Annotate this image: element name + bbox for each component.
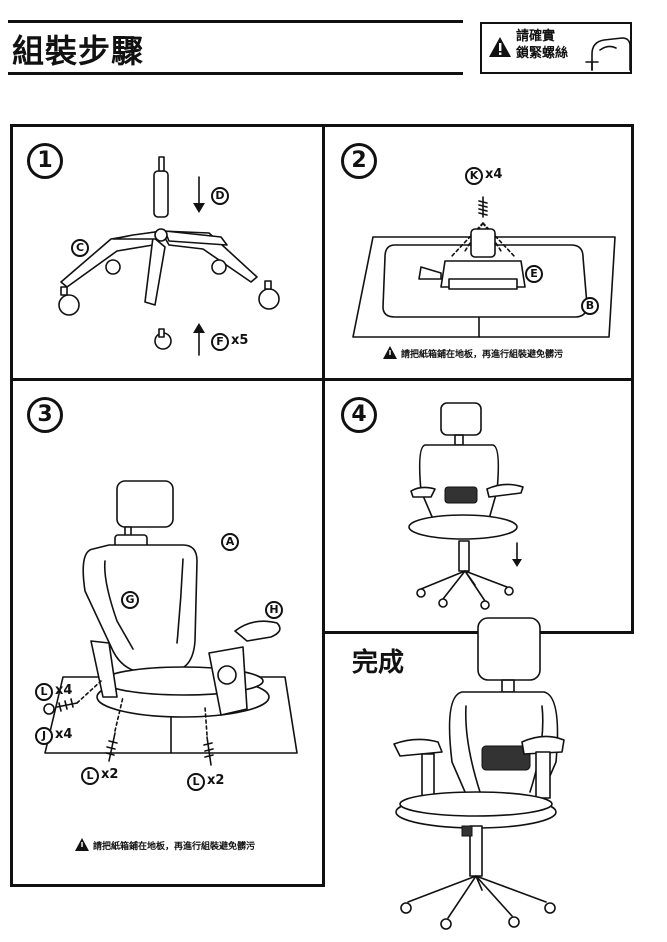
part-count-k: x4 (485, 167, 503, 182)
part-label-j: J (35, 727, 53, 745)
arrow-down-icon (193, 203, 205, 213)
part-count-l-left: x4 (55, 683, 73, 698)
finished-chair-diagram (393, 617, 565, 930)
step-number: 3 (27, 397, 63, 433)
warning-icon (75, 838, 89, 851)
step-2-panel: 2 K x4 E B 請把紙箱鋪在地板，再進行組裝避免髒污 (322, 124, 634, 381)
part-label-f: F (211, 333, 229, 351)
seat-mechanism-diagram (352, 196, 616, 338)
part-count-l-right: x2 (207, 773, 225, 788)
step-number: 1 (27, 143, 63, 179)
part-label-e: E (525, 265, 543, 283)
part-label-b: B (581, 297, 599, 315)
hand-screw-icon (585, 37, 631, 71)
part-count-l-mid: x2 (101, 767, 119, 782)
header-rule-top (8, 20, 463, 23)
chair-assembly-diagram (408, 402, 524, 610)
part-label-a: A (221, 533, 239, 551)
header-rule-bottom (8, 72, 463, 75)
part-label-k: K (465, 167, 483, 185)
warning-icon (489, 37, 511, 57)
step-number: 2 (341, 143, 377, 179)
part-label-h: H (265, 601, 283, 619)
finished-label: 完成 (352, 648, 405, 678)
part-label-l-right: L (187, 773, 205, 791)
backrest-armrest-diagram (43, 480, 298, 766)
part-label-g: G (121, 591, 139, 609)
warning-text: 請確實 鎖緊螺絲 (516, 29, 569, 61)
cardboard-note: 請把紙箱鋪在地板，再進行組裝避免髒污 (93, 842, 256, 852)
cardboard-note: 請把紙箱鋪在地板，再進行組裝避免髒污 (401, 350, 564, 360)
arrow-up-icon (193, 323, 205, 333)
part-count-j: x4 (55, 727, 73, 742)
part-label-l-mid: L (81, 767, 99, 785)
screw-warning-box: 請確實 鎖緊螺絲 (480, 22, 632, 74)
step-1-panel: 1 D C F x5 (10, 124, 325, 381)
part-count-f: x5 (231, 333, 249, 348)
warning-icon (383, 346, 397, 359)
page-title: 組裝步驟 (12, 32, 145, 70)
step-4-panel: 4 (322, 378, 634, 634)
step-number: 4 (341, 397, 377, 433)
arrow-down-icon (512, 559, 522, 567)
part-label-c: C (71, 239, 89, 257)
step-3-panel: 3 A G H L x4 J x4 L x2 L x2 (10, 378, 325, 887)
part-label-l-left: L (35, 683, 53, 701)
base-wheels-diagram (58, 156, 280, 356)
part-label-d: D (211, 187, 229, 205)
